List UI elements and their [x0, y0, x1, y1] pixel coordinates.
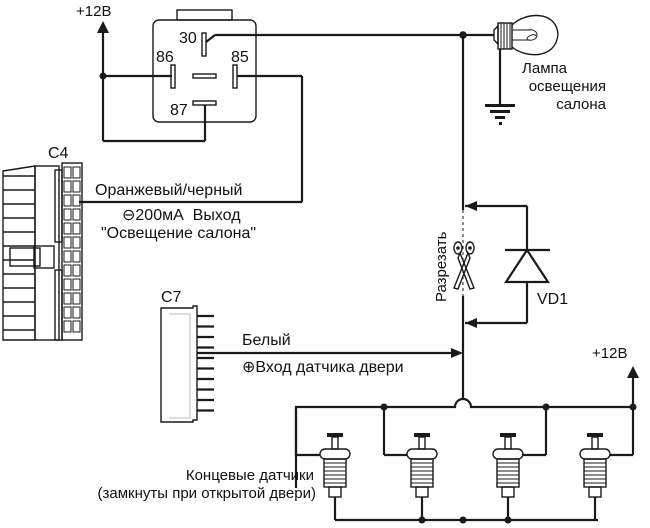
lamp-bulb-icon	[493, 14, 559, 56]
relay-pin-85: 85	[231, 49, 249, 66]
arrow-up-icon	[97, 21, 109, 33]
connector-c4-label: C4	[48, 145, 69, 162]
door-switch-icon	[579, 433, 611, 520]
diode-icon	[503, 247, 551, 284]
lamp-label-line3: салона	[556, 96, 606, 113]
ground-icon	[485, 104, 515, 125]
connector-c7: C7 Белый ⊕Вход датчика двери	[160, 289, 463, 423]
c4-output-name: "Освещение салона"	[101, 225, 256, 242]
door-switches-label-line2: (замкнуты при открытой двери)	[98, 485, 316, 502]
arrow-right-icon	[451, 348, 463, 358]
door-switch-icon	[319, 433, 351, 520]
lamp-circuit: Лампа освещения салона	[459, 14, 607, 210]
c7-input-name: ⊕Вход датчика двери	[242, 359, 404, 376]
door-switches-label-line1: Концевые датчики	[186, 467, 314, 484]
arrow-left-icon	[465, 201, 477, 211]
door-switch-icon	[492, 433, 524, 520]
power-plus12v-top: +12В	[76, 3, 205, 143]
c4-wire-color: Оранжевый/черный	[95, 182, 242, 199]
relay: 30 86 85 87	[152, 9, 463, 202]
arrow-left-icon	[465, 318, 477, 328]
lamp-label-line1: Лампа	[522, 60, 568, 77]
connector-c7-label: C7	[161, 289, 182, 306]
cut-and-diode: Разрезать VD1	[433, 201, 568, 400]
c4-output-spec: ⊖200мА Выход	[122, 207, 241, 224]
diode-label: VD1	[537, 291, 568, 308]
relay-pin-86: 86	[156, 49, 174, 66]
power-label-top: +12В	[76, 3, 111, 20]
power-label-bottom: +12В	[592, 345, 627, 362]
door-switches: +12В Концевые датчики (замкнуты при откр…	[98, 345, 639, 524]
lamp-label-line2: освещения	[529, 78, 606, 95]
scissors-icon	[453, 241, 475, 290]
door-switch-icon	[406, 433, 438, 520]
relay-pin-30: 30	[179, 30, 197, 47]
c7-wire-color: Белый	[242, 332, 291, 349]
relay-tab	[176, 9, 233, 21]
cut-label: Разрезать	[433, 231, 450, 302]
arrow-up-icon	[627, 366, 639, 378]
relay-pin-87: 87	[170, 102, 188, 119]
connector-c4: C4 Оранжевый/черный ⊖200мА Выход "Освеще…	[2, 145, 302, 341]
